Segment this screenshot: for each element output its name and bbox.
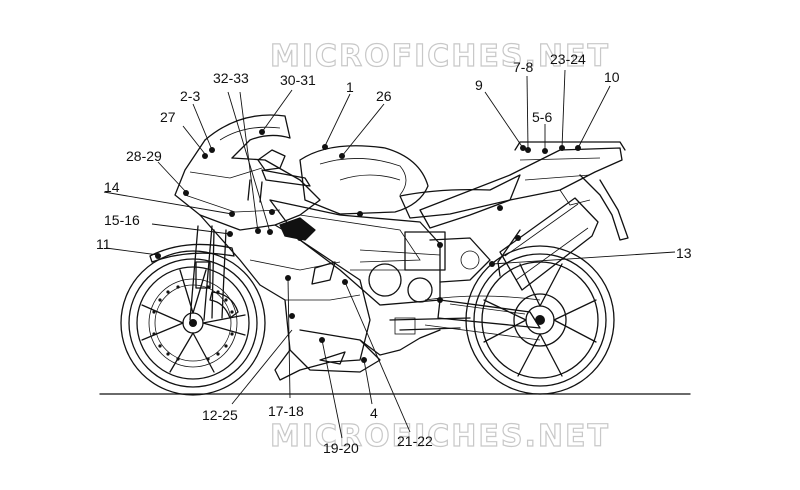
callout-17-18: 17-18 (268, 403, 304, 419)
front-fork (189, 225, 227, 321)
callout-labels: 1 2-3 4 5-6 7-8 9 10 11 12-25 13 14 15-1… (96, 51, 692, 456)
callout-5-6: 5-6 (532, 109, 552, 125)
callout-14: 14 (104, 179, 120, 195)
front-fairing (174, 114, 381, 381)
front-fender (149, 243, 235, 263)
callout-9: 9 (475, 77, 483, 93)
callout-2-3: 2-3 (180, 88, 200, 104)
callout-1: 1 (346, 79, 354, 95)
callout-28-29: 28-29 (126, 148, 162, 164)
drive-chain (424, 295, 541, 341)
callout-19-20: 19-20 (323, 440, 359, 456)
rear-wheel (465, 245, 615, 395)
tail-section (419, 141, 629, 241)
callout-32-33: 32-33 (213, 70, 249, 86)
callout-13: 13 (676, 245, 692, 261)
callout-23-24: 23-24 (550, 51, 586, 67)
watermark-top: MICROFICHES.NET (270, 39, 610, 74)
callout-4: 4 (370, 405, 378, 421)
callout-12-25: 12-25 (202, 407, 238, 423)
callout-7-8: 7-8 (513, 59, 533, 75)
callout-27: 27 (160, 109, 176, 125)
callout-dots (155, 129, 581, 363)
exhaust-muffler (497, 197, 599, 291)
fuel-tank (299, 145, 429, 215)
callout-30-31: 30-31 (280, 72, 316, 88)
exhaust-header (359, 329, 441, 356)
front-wheel (120, 250, 266, 396)
swingarm (437, 299, 541, 329)
callout-11: 11 (96, 236, 111, 252)
callout-26: 26 (376, 88, 392, 104)
callout-15-16: 15-16 (104, 212, 140, 228)
watermark-bottom: MICROFICHES.NET (270, 419, 610, 454)
callout-21-22: 21-22 (397, 433, 433, 449)
leader-lines (103, 69, 676, 439)
seat (399, 174, 521, 219)
callout-10: 10 (604, 69, 620, 85)
